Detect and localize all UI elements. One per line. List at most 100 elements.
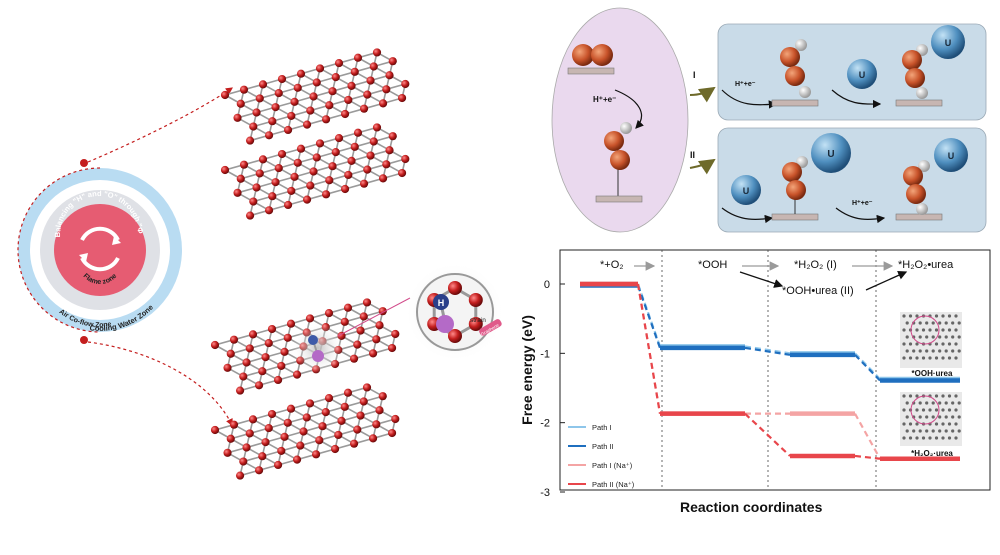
lattice-atom <box>905 349 909 353</box>
carbon-atom <box>331 148 340 157</box>
lattice-atom <box>921 408 926 412</box>
energy-transition <box>744 345 791 355</box>
lattice-atom <box>925 401 929 405</box>
p2-o-atom-3 <box>903 166 923 186</box>
lattice-atom <box>938 335 942 339</box>
p1-h-atom-2 <box>799 86 811 98</box>
lattice-atom <box>954 356 958 360</box>
carbon-atom <box>321 408 330 417</box>
lattice-atom <box>938 349 942 353</box>
lattice-atom <box>918 321 922 325</box>
connector-arrow-bottom <box>87 341 233 427</box>
surface-slab-2 <box>595 195 643 203</box>
lattice-atom <box>947 356 952 360</box>
h2o2-urea-lattice <box>902 394 961 440</box>
y-tick-label: -3 <box>540 487 550 499</box>
step-label-3: *H₂O₂ (I) <box>794 259 837 271</box>
lattice-atom <box>944 321 948 325</box>
lattice-atom <box>915 422 919 426</box>
p1-o-atom-2 <box>785 66 805 86</box>
lattice-atom <box>918 429 922 433</box>
lattice-atom <box>941 422 945 426</box>
lattice-atom <box>921 328 926 332</box>
lattice-atom <box>921 356 926 360</box>
p2-urea-2-label: U <box>827 149 834 160</box>
carbon-atom <box>268 192 277 201</box>
zoom-line <box>337 297 411 337</box>
lattice-atom <box>944 401 948 405</box>
p1-urea-2 <box>931 25 965 59</box>
carbon-atom <box>343 303 353 312</box>
energy-transition <box>636 285 662 349</box>
energy-transition <box>854 413 881 460</box>
carbon-atom <box>277 149 287 159</box>
p2-h-atom-2 <box>918 160 930 172</box>
carbon-atom <box>356 411 365 420</box>
lattice-atom <box>902 422 906 426</box>
carbon-atom <box>401 154 410 164</box>
carbon-atom <box>258 367 267 376</box>
carbon-atom <box>267 409 277 419</box>
carbon-atom <box>229 420 239 429</box>
p2-o-atom-2 <box>786 180 806 200</box>
ooh-urea-arrow-out <box>865 271 908 291</box>
lattice-atom <box>902 408 906 412</box>
graphene-sheet-bottom-2 <box>210 383 400 480</box>
step-label-2: *OOH <box>698 259 727 271</box>
lattice-atom <box>915 436 919 440</box>
branch-arrow-1 <box>689 86 716 103</box>
lattice-atom <box>925 335 929 339</box>
carbon-atom <box>331 73 340 82</box>
carbon-atom <box>264 339 273 348</box>
carbon-atom <box>315 139 325 148</box>
carbon-atom <box>397 168 407 178</box>
inset-strain-label: strain <box>470 317 486 324</box>
lattice-atom <box>902 342 906 346</box>
carbon-atom <box>271 178 280 187</box>
flame-core <box>54 204 146 296</box>
carbon-atom <box>356 326 365 335</box>
ooh-urea-arrow-in <box>739 271 784 288</box>
inset-carbon-atom <box>468 317 483 331</box>
lattice-atom <box>931 321 935 325</box>
p1-h-atom-4 <box>916 87 928 99</box>
lattice-atom <box>928 328 932 332</box>
carbon-atom <box>261 438 270 447</box>
carbon-atom <box>273 460 283 470</box>
lattice-atom <box>934 356 939 360</box>
p2-o-atom-4 <box>906 184 926 204</box>
carbon-atom <box>220 165 230 175</box>
carbon-atom <box>255 94 264 103</box>
carbon-atom <box>387 428 397 438</box>
carbon-atom <box>273 375 283 385</box>
carbon-atom <box>249 122 258 131</box>
carbon-atom <box>309 167 318 176</box>
p2-urea-2 <box>811 133 851 173</box>
lattice-atom <box>957 349 961 353</box>
carbon-atom <box>337 416 346 425</box>
carbon-atom <box>391 329 400 339</box>
lattice-atom <box>947 314 952 318</box>
inset-n-atom <box>436 315 454 333</box>
carbon-atom <box>233 113 242 122</box>
lattice-atom <box>908 342 913 346</box>
carbon-atom <box>280 432 289 441</box>
carbon-atom <box>236 174 245 183</box>
p1-urea-2-label: U <box>945 38 952 48</box>
carbon-atom <box>210 425 220 435</box>
p1-step-label: H⁺+e⁻ <box>735 81 756 88</box>
lattice-atom <box>951 415 955 419</box>
carbon-atom <box>328 162 337 171</box>
lattice-atom <box>947 342 952 346</box>
inset-disc <box>416 273 494 351</box>
carbon-atom <box>255 169 264 178</box>
lattice-atom <box>915 314 919 318</box>
carbon-atom <box>343 388 353 397</box>
p1-slab-2 <box>895 99 943 107</box>
carbon-atom <box>242 358 251 367</box>
defect-glow <box>292 322 344 374</box>
carbon-atom <box>349 354 359 363</box>
lattice-atom <box>925 349 929 353</box>
lattice-atom <box>908 356 913 360</box>
